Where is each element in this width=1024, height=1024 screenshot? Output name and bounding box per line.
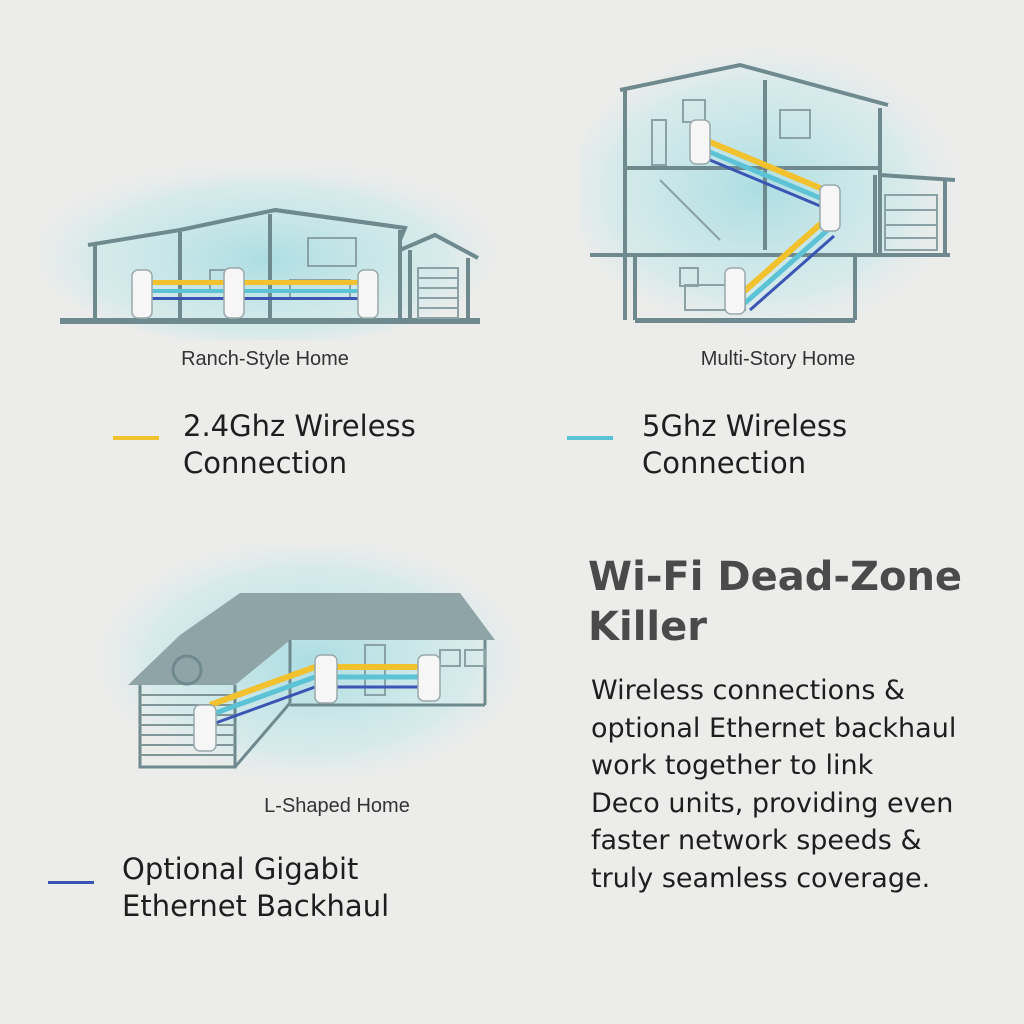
multistory-home-illustration [580,50,960,330]
legend-24ghz: 2.4Ghz Wireless Connection [113,408,453,488]
ranch-home-caption: Ranch-Style Home [181,348,349,370]
legend-ethernet-label: Optional Gigabit Ethernet Backhaul [122,852,390,923]
ranch-home-illustration [40,155,495,340]
yellow-line-swatch [113,436,159,440]
legend-24ghz-label: 2.4Ghz Wireless Connection [183,409,416,480]
description-text: Wireless connections & optional Ethernet… [591,675,957,894]
lshaped-home-illustration [100,545,520,780]
multistory-home-caption: Multi-Story Home [700,348,856,370]
legend-ethernet: Optional Gigabit Ethernet Backhaul [48,851,468,931]
headline: Wi-Fi Dead-Zone Killer [588,554,963,650]
legend-5ghz-label: 5Ghz Wireless Connection [642,409,848,480]
blue-line-swatch [48,881,94,884]
cyan-line-swatch [567,436,613,440]
lshaped-home-caption: L-Shaped Home [264,795,410,817]
legend-5ghz: 5Ghz Wireless Connection [567,408,907,488]
